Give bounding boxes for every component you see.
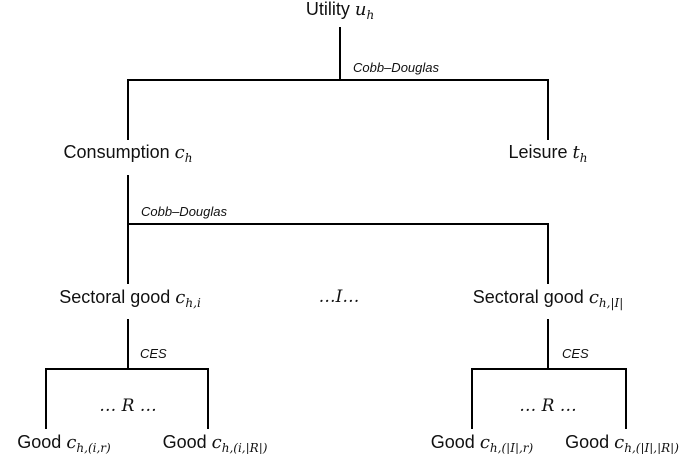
utility-subscript: h (366, 8, 375, 22)
consumption-label: Consumption (63, 142, 170, 162)
leisure-label: Leisure (508, 142, 568, 162)
sectoral-good-I-label: Sectoral good (472, 287, 584, 307)
leisure-node: Leisure th (508, 141, 587, 169)
utility-node: Utility uh (306, 0, 374, 26)
sectoral-good-i-subscript: h,i (185, 296, 201, 310)
sectoral-good-I-subscript: h,|I| (598, 296, 624, 310)
good-i-r-label: Good (17, 432, 62, 452)
sector-ellipsis: …I… (318, 287, 360, 307)
sectoral-good-i-node: Sectoral good ch,i (59, 286, 201, 314)
good-i-r-subscript: h,(i,r) (76, 441, 111, 454)
sectoral-good-i-label: Sectoral good (59, 287, 171, 307)
utility-label: Utility (305, 0, 350, 19)
good-I-r-symbol: c (479, 432, 490, 453)
good-i-R-symbol: c (211, 432, 222, 453)
good-I-R-subscript: h,(|I|,|R|) (624, 441, 679, 454)
sectoral-good-I-symbol: c (588, 287, 599, 308)
consumption-symbol: c (174, 142, 185, 163)
utility-symbol: u (354, 0, 367, 20)
good-i-R-node: Good ch,(i,|R|) (163, 431, 268, 454)
sectoral-good-i-symbol: c (175, 287, 186, 308)
right-region-ellipsis: … R … (519, 396, 577, 416)
good-i-r-symbol: c (66, 432, 77, 453)
good-i-R-label: Good (162, 432, 207, 452)
leisure-symbol: t (572, 142, 580, 163)
good-i-R-subscript: h,(i,|R|) (221, 441, 268, 454)
consumption-node: Consumption ch (64, 141, 193, 169)
right-ces-label: CES (562, 346, 589, 361)
good-I-r-node: Good ch,(|I|,r) (431, 431, 533, 454)
good-I-r-subscript: h,(|I|,r) (489, 441, 534, 454)
consumption-aggregator-label: Cobb–Douglas (141, 204, 228, 219)
good-I-R-symbol: c (614, 432, 625, 453)
leisure-subscript: h (579, 151, 588, 165)
consumption-subscript: h (184, 151, 193, 165)
left-ces-label: CES (140, 346, 167, 361)
utility-aggregator-label: Cobb–Douglas (353, 60, 440, 75)
left-region-ellipsis: … R … (99, 396, 157, 416)
good-i-r-node: Good ch,(i,r) (17, 431, 110, 454)
good-I-R-label: Good (565, 432, 610, 452)
sectoral-good-I-node: Sectoral good ch,|I| (473, 286, 624, 314)
good-I-R-node: Good ch,(|I|,|R|) (565, 431, 679, 454)
good-I-r-label: Good (430, 432, 475, 452)
